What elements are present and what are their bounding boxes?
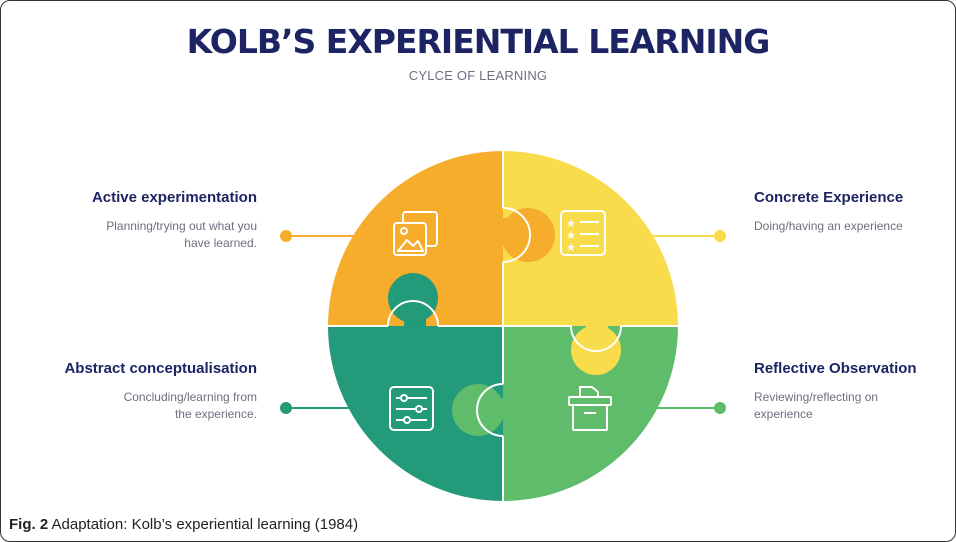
svg-text:★: ★ <box>566 241 576 254</box>
figure-caption-label: Fig. 2 <box>9 516 49 533</box>
reflective-observation-desc-line-2: experience <box>754 407 813 421</box>
abstract-conceptualisation-desc-line-2: the experience. <box>174 407 257 421</box>
concrete-experience-heading: Concrete Experience <box>754 189 904 206</box>
puzzle-knob-left <box>388 273 438 336</box>
svg-text:★: ★ <box>566 217 576 230</box>
puzzle-knob-top <box>494 208 555 262</box>
connector-active <box>280 230 358 242</box>
checklist-icon: ★ ★ ★ <box>560 210 606 256</box>
concrete-experience-description: Doing/having an experience <box>754 218 903 235</box>
abstract-conceptualisation-desc-line-1: Concluding/learning from <box>123 390 257 404</box>
abstract-conceptualisation-heading: Abstract conceptualisation <box>64 360 257 377</box>
reflective-observation-description: Reviewing/reflecting on experience <box>754 389 878 423</box>
reflective-observation-desc-line-1: Reviewing/reflecting on <box>754 390 879 404</box>
active-experimentation-desc-line-2: have learned. <box>184 236 257 250</box>
diagram-subtitle: CYLCE OF LEARNING <box>408 68 548 83</box>
diagram-title: KOLB’S EXPERIENTIAL LEARNING <box>186 22 771 61</box>
svg-text:★: ★ <box>566 229 576 242</box>
puzzle-seams <box>328 151 678 501</box>
active-experimentation-desc-line-1: Planning/trying out what you <box>106 219 257 233</box>
active-experimentation-heading: Active experimentation <box>91 189 257 206</box>
active-experimentation-description: Planning/trying out what you have learne… <box>106 218 257 252</box>
images-icon <box>393 211 438 256</box>
abstract-conceptualisation-description: Concluding/learning from the experience. <box>124 389 257 423</box>
connector-abstract <box>280 402 358 414</box>
figure-caption: Fig. 2 Adaptation: Kolb’s experiential l… <box>9 516 358 533</box>
sliders-icon <box>389 386 434 431</box>
connector-concrete <box>650 230 726 242</box>
concrete-experience-desc-line-1: Doing/having an experience <box>754 219 903 233</box>
reflective-observation-heading: Reflective Observation <box>754 360 917 377</box>
connector-reflective <box>650 402 726 414</box>
puzzle-circle <box>328 151 678 501</box>
archive-box-icon <box>568 386 612 431</box>
figure-caption-text: Adaptation: Kolb’s experiential learning… <box>51 516 359 533</box>
